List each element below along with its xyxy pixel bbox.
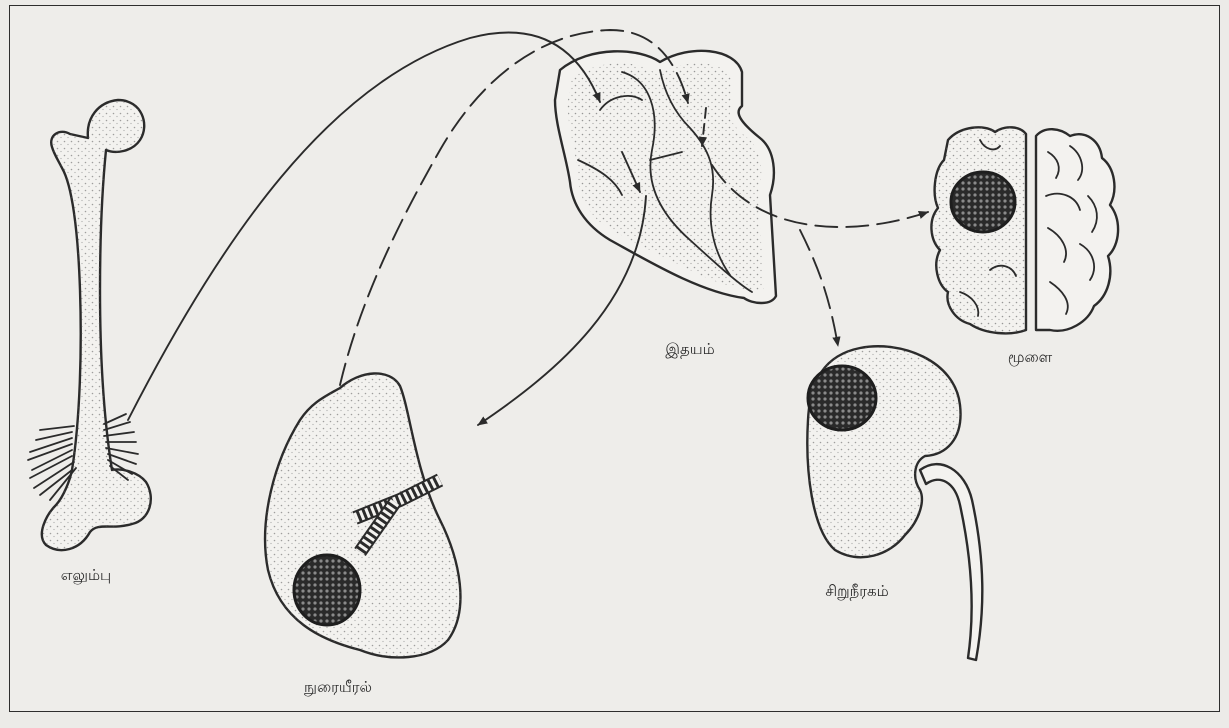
kidney-label: சிறுநீரகம் bbox=[825, 582, 888, 602]
lung-tumour bbox=[294, 555, 360, 625]
spread-arrows bbox=[128, 30, 928, 425]
bone-illustration bbox=[28, 100, 151, 550]
bone-label: எலும்பு bbox=[61, 566, 111, 586]
kidney-illustration bbox=[807, 346, 982, 660]
heart-illustration bbox=[555, 51, 776, 303]
lung-illustration bbox=[265, 373, 460, 657]
lung-label: நுரையீரல் bbox=[304, 678, 372, 698]
brain-label: மூளை bbox=[1008, 348, 1052, 368]
kidney-tumour bbox=[808, 366, 876, 430]
brain-illustration bbox=[931, 127, 1118, 333]
brain-tumour bbox=[951, 172, 1015, 232]
heart-label: இதயம் bbox=[665, 340, 714, 360]
